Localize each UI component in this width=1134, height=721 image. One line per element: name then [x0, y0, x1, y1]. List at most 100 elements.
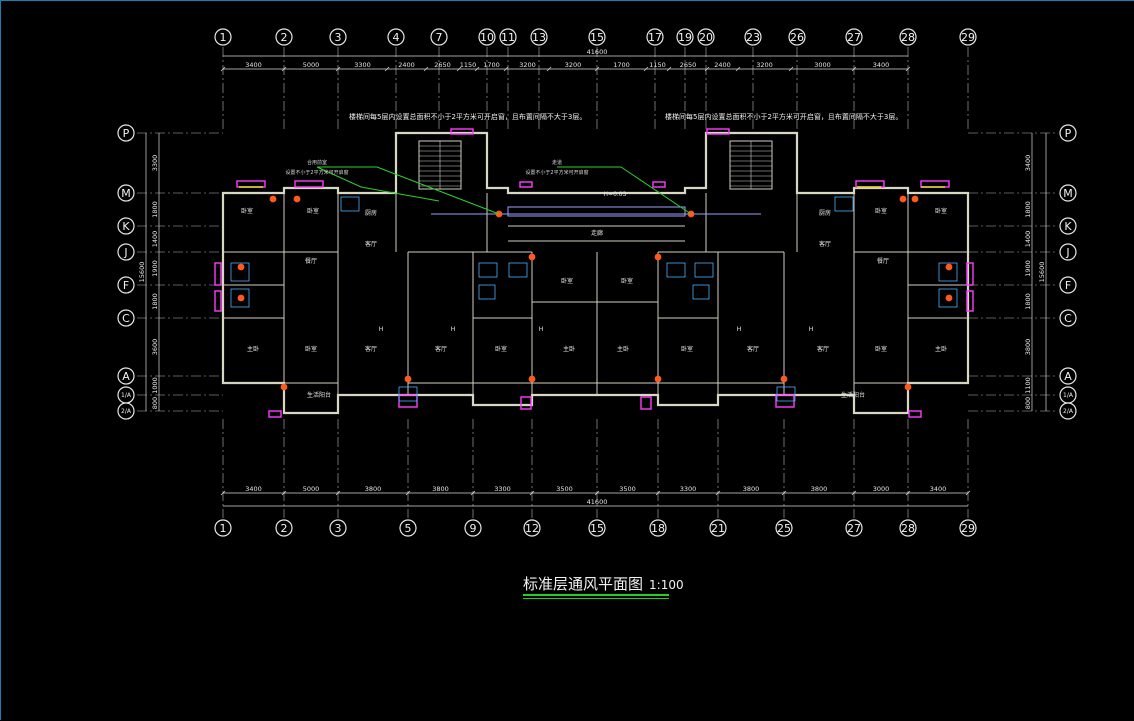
axis-circle — [464, 519, 482, 537]
axis-label: 20 — [699, 31, 713, 44]
axis-label: 5 — [405, 522, 412, 535]
axis-label: 26 — [790, 31, 804, 44]
exhaust-fan — [269, 195, 277, 203]
callout-left-line2: 设置不小于2平方米可开启窗 — [285, 169, 348, 176]
axis-label: 2 — [281, 31, 288, 44]
building-walls — [221, 131, 970, 415]
window-opening — [908, 410, 922, 418]
fixture — [340, 196, 360, 212]
dim-total-bottom: 41600 — [587, 498, 608, 506]
axis-circle — [275, 28, 293, 46]
axis-bubble-right: F — [1059, 276, 1077, 294]
axis-circle — [329, 519, 347, 537]
window-opening — [214, 290, 222, 312]
axis-label: J — [1065, 246, 1069, 259]
dim-label-top: 3400 — [245, 61, 262, 69]
drawing-scale: 1:100 — [649, 578, 684, 592]
axis-circle — [523, 519, 541, 537]
exhaust-fan — [528, 375, 536, 383]
axis-bubble-bottom: 1 — [214, 519, 232, 537]
exhaust-fan — [237, 263, 245, 271]
axis-bubble-bottom: 15 — [588, 519, 606, 537]
dim-label-left: 3600 — [151, 339, 159, 356]
dim-label-top: 1700 — [483, 61, 500, 69]
dim-tick — [594, 490, 600, 496]
axis-circle — [646, 28, 664, 46]
dim-label-bottom: 3800 — [365, 485, 382, 493]
dim-tick — [335, 66, 341, 72]
axis-label: 29 — [961, 31, 975, 44]
dim-label-right: 1400 — [1024, 231, 1032, 248]
axis-bubble-left: P — [117, 124, 135, 142]
axis-label: 1/A — [121, 392, 132, 399]
axis-bubble-bottom: 25 — [775, 519, 793, 537]
axis-label: J — [123, 246, 127, 259]
axis-label: 19 — [678, 31, 692, 44]
dim-label-right: 1100 — [1024, 377, 1032, 394]
axis-label: 25 — [777, 522, 791, 535]
axis-label: M — [121, 187, 131, 200]
axis-bubble-left: M — [117, 184, 135, 202]
axis-bubble-bottom: 5 — [399, 519, 417, 537]
axis-bubble-top: 28 — [899, 28, 917, 46]
room-label-h: H — [809, 326, 814, 333]
dim-label-top: 3200 — [519, 61, 536, 69]
dim-label-left: 3300 — [151, 155, 159, 172]
fixture — [478, 284, 496, 300]
room-label-dining: 餐厅 — [305, 257, 317, 265]
room-label-bedroom: 卧室 — [681, 345, 693, 353]
axis-circle — [214, 519, 232, 537]
window-opening — [236, 180, 266, 188]
room-label-living: 客厅 — [817, 345, 829, 353]
dim-tick — [281, 490, 287, 496]
dim-label-left: 1000 — [151, 377, 159, 394]
axis-bubble-left: C — [117, 309, 135, 327]
axis-bubble-bottom: 28 — [899, 519, 917, 537]
room-label-h: H — [379, 326, 384, 333]
axis-label: P — [123, 127, 130, 140]
axis-label: A — [122, 370, 130, 383]
axis-circle — [1059, 243, 1077, 261]
dim-label-top: 2650 — [434, 61, 451, 69]
axis-label: 23 — [746, 31, 760, 44]
axis-bubble-left: A — [117, 367, 135, 385]
leader-left-2 — [316, 166, 440, 202]
axis-label: C — [122, 312, 130, 325]
dim-tick — [788, 66, 794, 72]
exhaust-fan — [237, 294, 245, 302]
dim-label-bottom: 5000 — [303, 485, 320, 493]
room-label-bedroom: 卧室 — [875, 207, 887, 215]
dim-tick — [335, 490, 341, 496]
room-label-bedroom: 卧室 — [495, 345, 507, 353]
exhaust-fan — [945, 263, 953, 271]
axis-label: K — [1064, 220, 1072, 233]
exhaust-fans — [237, 195, 953, 391]
room-labels: 卧室卧室客厅餐厅主卧卧室客厅客厅卧室主卧主卧卧室客厅客厅卧室主卧客厅餐厅卧室卧室… — [241, 207, 947, 399]
dim-tick — [655, 490, 661, 496]
axis-circle — [117, 276, 135, 294]
fixture — [776, 386, 796, 402]
dim-label-left: 800 — [151, 397, 159, 409]
axis-bubble-left: K — [117, 217, 135, 235]
room-label-living: 客厅 — [365, 345, 377, 353]
axis-label: 1 — [220, 31, 227, 44]
dim-tick — [220, 66, 226, 72]
axis-circle — [478, 28, 496, 46]
fixture — [938, 262, 958, 282]
dim-label-bottom: 3800 — [743, 485, 760, 493]
room-label-bedroom: 卧室 — [241, 207, 253, 215]
axis-label: 2/A — [121, 408, 132, 415]
dim-label-top: 3000 — [814, 61, 831, 69]
dim-label-top: 1150 — [649, 61, 666, 69]
axis-label: 18 — [651, 522, 665, 535]
fixture — [694, 262, 714, 278]
dim-tick — [470, 490, 476, 496]
dim-label-top: 5000 — [303, 61, 320, 69]
dim-tick — [851, 490, 857, 496]
axis-circle — [676, 28, 694, 46]
window-opening — [450, 128, 474, 135]
